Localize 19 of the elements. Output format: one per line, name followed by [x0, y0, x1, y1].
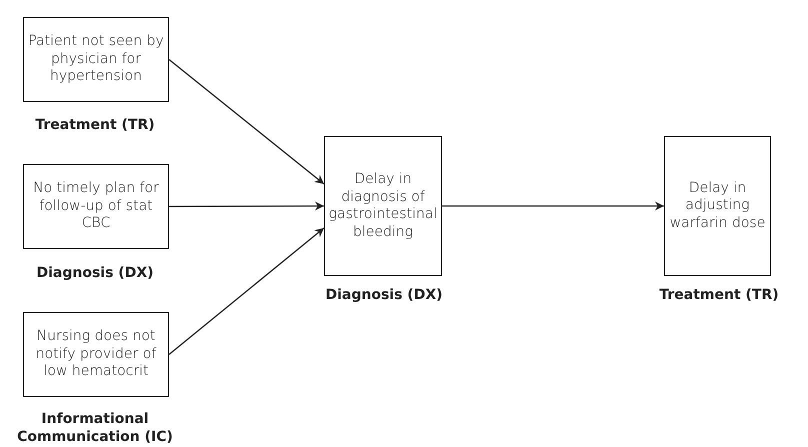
box-text: Delay in diagnosis of gastrointestinal bleeding	[328, 171, 438, 241]
arrow	[169, 202, 324, 211]
category-label: Treatment (TR)	[34, 116, 156, 134]
process-box	[664, 136, 771, 276]
category-label: Informational Communication (IC)	[16, 410, 174, 446]
category-label: Treatment (TR)	[658, 286, 780, 304]
process-box	[23, 17, 169, 102]
category-label: Diagnosis (DX)	[35, 264, 155, 282]
box-text: No timely plan for follow-up of stat CBC	[32, 180, 160, 233]
box-text: Patient not seen by physician for hypertension	[27, 33, 165, 86]
box-text: Nursing does not notify provider of low hematocrit	[34, 328, 158, 381]
process-box	[324, 136, 442, 276]
box-text: Delay in adjusting warfarin dose	[668, 180, 766, 232]
process-box	[23, 164, 169, 249]
arrow	[168, 59, 324, 184]
process-box	[23, 312, 169, 397]
category-label: Diagnosis (DX)	[324, 286, 444, 304]
arrow	[168, 228, 324, 355]
arrow	[442, 202, 664, 210]
